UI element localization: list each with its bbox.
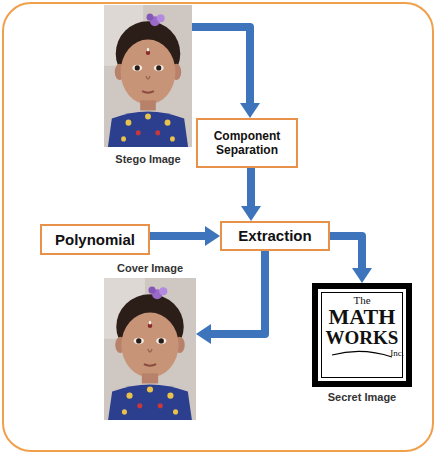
arrow-shaft: [150, 232, 205, 240]
arrow-shaft: [192, 27, 250, 103]
arrow-head: [240, 103, 260, 118]
logo-word: The: [353, 295, 370, 306]
photo-part: [145, 114, 151, 120]
baby-photo: [104, 5, 192, 147]
input-box: Polynomial: [40, 224, 150, 255]
photo-part: [147, 48, 149, 52]
baby-photo: [104, 278, 196, 420]
photo-part: [157, 14, 165, 22]
outer-frame: [3, 3, 433, 451]
stego-photo: [104, 5, 192, 147]
photo-part: [142, 373, 158, 383]
process-box: Extraction: [220, 221, 330, 251]
frame-outer: [312, 283, 412, 387]
secret-image: TheMATHWORKS Inc. Secret Image: [312, 283, 412, 405]
arrow-shaft: [247, 168, 255, 206]
photo-part: [167, 393, 173, 399]
photo-part: [147, 387, 153, 393]
photo-part: [165, 120, 171, 126]
cover-photo: [104, 278, 196, 420]
photo-part: [135, 65, 140, 70]
box-label-group: Polynomial: [55, 231, 135, 249]
arrow-head: [205, 226, 220, 246]
logo-word: WORKS: [326, 328, 399, 347]
photo-part: [132, 65, 142, 71]
photo-part: [134, 338, 144, 344]
photo-part: [149, 321, 151, 325]
photo-part: [137, 403, 142, 408]
photo-part: [136, 130, 141, 135]
photo-part: [146, 76, 150, 79]
photo-part: [104, 5, 192, 147]
arrow-head: [196, 324, 211, 344]
image-caption: Stego Image: [104, 153, 192, 165]
logo-word: Inc.: [390, 349, 404, 358]
arrow-head: [352, 268, 372, 283]
photo-part: [170, 136, 175, 141]
photo-part: [142, 91, 154, 93]
stego-image: Stego Image: [104, 5, 192, 165]
photo-part: [144, 364, 156, 366]
box-label: Extraction: [238, 227, 311, 245]
image-caption: Secret Image: [312, 391, 412, 403]
image-caption: Cover Image: [104, 262, 196, 274]
photo-part: [155, 130, 160, 135]
box-label-group: Extraction: [238, 227, 311, 245]
photo-part: [156, 65, 161, 70]
photo-part: [148, 349, 152, 352]
photo-part: [121, 312, 178, 377]
photo-part: [159, 338, 164, 343]
box-label-group: Component Separation: [203, 129, 291, 158]
flow-arrow: [330, 236, 372, 283]
logo-word: MATH: [329, 306, 396, 328]
photo-part: [140, 100, 156, 110]
photo-part: [108, 112, 188, 148]
frame-line: [322, 293, 403, 378]
photo-part: [126, 120, 132, 126]
frame-inner: [318, 289, 406, 381]
arrow-shaft: [211, 251, 265, 334]
photo-part: [148, 287, 155, 294]
photo-part: [104, 278, 196, 420]
photo-part: [154, 65, 164, 71]
photo-part: [136, 338, 141, 343]
box-label: Component Separation: [203, 129, 291, 158]
photo-part: [126, 393, 132, 399]
arrow-shaft: [330, 236, 362, 268]
flow-arrow: [196, 251, 265, 344]
photo-part: [147, 14, 154, 21]
flow-arrow: [192, 27, 260, 118]
logo-text: TheMATHWORKS Inc.: [320, 295, 404, 358]
photo-part: [121, 39, 176, 104]
photo-part: [159, 287, 167, 295]
photo-part: [173, 409, 178, 414]
flow-arrow: [150, 226, 220, 246]
photo-part: [108, 385, 192, 421]
cover-image: Cover Image: [104, 262, 196, 420]
photo-part: [156, 338, 166, 344]
flow-arrow: [241, 168, 261, 221]
photo-part: [122, 409, 127, 414]
photo-part: [121, 136, 126, 141]
logo-swoosh: [332, 351, 392, 357]
photo-part: [158, 403, 163, 408]
box-label: Polynomial: [55, 231, 135, 249]
process-box: Component Separation: [196, 118, 298, 168]
arrow-head: [241, 206, 261, 221]
